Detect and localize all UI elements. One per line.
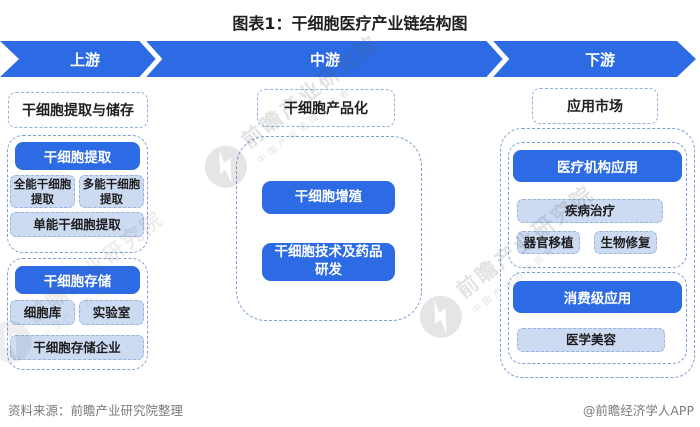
medical-institution-group [508,142,687,268]
downstream-header-box: 应用市场 [532,88,658,124]
group-title-consumer-application: 消费级应用 [513,281,682,313]
midstream-group [236,136,422,321]
item-laboratory: 实验室 [79,300,144,325]
banner-segment-downstream: 下游 [584,50,615,69]
item-tech-and-drug-rd: 干细胞技术及药品研发 [262,243,395,281]
item-organ-transplant: 器官移植 [517,231,580,254]
banner-segment-midstream: 中游 [309,50,340,69]
item-stem-cell-proliferation: 干细胞增殖 [262,181,395,214]
figure-title: 图表1：干细胞医疗产业链结构图 [232,14,468,33]
group-title-stem-cell-storage: 干细胞存储 [15,266,140,294]
item-bio-repair: 生物修复 [594,231,657,254]
item-totipotent-extraction: 全能干细胞提取 [10,175,75,208]
process-arrow-banner [0,41,696,77]
downstream-outer-group [500,128,695,378]
upstream-header-box: 干细胞提取与储存 [8,92,148,128]
item-medical-beauty: 医学美容 [517,328,665,352]
item-cell-bank: 细胞库 [10,300,75,325]
consumer-application-group [508,272,687,364]
banner-ribbon [0,41,696,77]
upstream-storage-group [7,258,148,370]
upstream-extraction-group [7,135,148,253]
app-credit: @前瞻经济学人APP [582,403,694,418]
group-title-medical-institution: 医疗机构应用 [513,150,682,182]
item-unipotent-extraction: 单能干细胞提取 [10,212,144,237]
midstream-header-box: 干细胞产品化 [257,89,395,127]
source-note: 资料来源：前瞻产业研究院整理 [8,403,184,418]
group-title-stem-cell-extraction: 干细胞提取 [15,142,140,170]
item-disease-treatment: 疾病治疗 [517,199,663,223]
item-storage-enterprise: 干细胞存储企业 [10,335,144,360]
banner-chevron-separator-1 [139,41,163,77]
banner-segment-upstream: 上游 [69,50,100,69]
banner-chevron-separator-2 [486,41,510,77]
item-pluripotent-extraction: 多能干细胞提取 [79,175,144,208]
